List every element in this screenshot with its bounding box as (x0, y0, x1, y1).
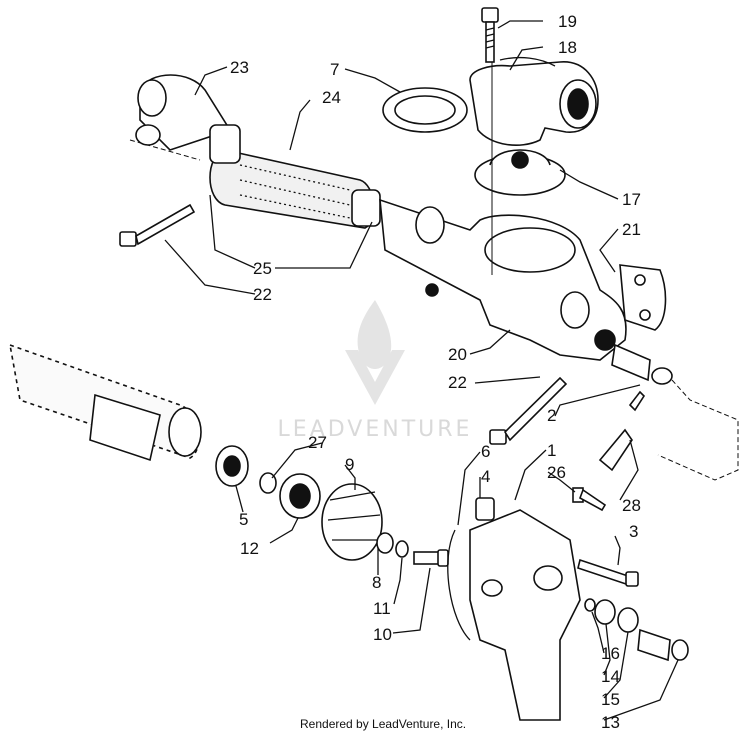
callout-22-lower: 22 (448, 373, 467, 392)
part-17-thermostat (474, 149, 566, 196)
callout-28: 28 (622, 496, 641, 515)
part-20-manifold (379, 198, 627, 361)
part-7-o-ring (382, 87, 468, 133)
part-14-washer (594, 599, 616, 625)
part-15-washer (617, 607, 639, 633)
callout-13: 13 (601, 713, 620, 732)
part-22-bolt-lower (489, 376, 568, 445)
leadventure-watermark: LEADVENTURE (278, 300, 473, 442)
callout-6: 6 (481, 442, 490, 461)
callout-19: 19 (558, 12, 577, 31)
part-24-hose (209, 149, 375, 229)
callout-14: 14 (601, 667, 620, 686)
flame-logo-icon (357, 300, 392, 369)
callout-22-upper: 22 (253, 285, 272, 304)
watermark-text: LEADVENTURE (278, 417, 473, 442)
callout-7: 7 (330, 60, 339, 79)
callout-27: 27 (308, 433, 327, 452)
part-16-ring (584, 598, 596, 612)
part-25-clamp-a (209, 124, 241, 164)
part-25-clamp-b (351, 189, 381, 227)
callout-1: 1 (547, 441, 556, 460)
part-26-screw (572, 487, 607, 512)
part-28-sensor (598, 390, 646, 472)
render-credit: Rendered by LeadVenture, Inc. (300, 717, 466, 731)
part-18-thermostat-cover (469, 56, 599, 146)
part-13-drain-plug (637, 628, 689, 662)
callout-8: 8 (372, 573, 381, 592)
part-19-bolt (481, 7, 499, 63)
callout-2: 2 (547, 406, 556, 425)
part-12-seal (279, 473, 321, 519)
callout-25: 25 (253, 259, 272, 278)
part-1-pump-housing (447, 509, 581, 721)
part-10-bolt (413, 549, 449, 567)
callout-24: 24 (322, 88, 341, 107)
part-4-dowel (475, 497, 495, 521)
callout-26: 26 (547, 463, 566, 482)
part-11-washer (395, 540, 409, 558)
part-21-gasket (619, 264, 667, 331)
callout-4: 4 (481, 467, 490, 486)
callout-16: 16 (601, 644, 620, 663)
callout-5: 5 (239, 510, 248, 529)
v-logo-icon (345, 350, 405, 405)
part-8-washer (376, 532, 394, 554)
pump-shaft (8, 343, 202, 462)
part-9-impeller (321, 483, 383, 561)
callout-12: 12 (240, 539, 259, 558)
callout-21: 21 (622, 220, 641, 239)
part-2-fitting (611, 343, 673, 385)
callout-15: 15 (601, 690, 620, 709)
callout-10: 10 (373, 625, 392, 644)
callout-18: 18 (558, 38, 577, 57)
callout-labels: 19 18 23 7 24 17 21 25 22 20 22 2 27 6 1… (230, 12, 641, 732)
part-3-bolt (577, 558, 639, 587)
leader-lines (164, 20, 679, 721)
callout-9: 9 (345, 455, 354, 474)
callout-20: 20 (448, 345, 467, 364)
callout-3: 3 (629, 522, 638, 541)
part-22-bolt-upper (119, 203, 196, 247)
callout-23: 23 (230, 58, 249, 77)
callout-11: 11 (373, 599, 391, 618)
parts-artwork (8, 7, 689, 721)
assembly-guides (129, 62, 739, 481)
callout-17: 17 (622, 190, 641, 209)
